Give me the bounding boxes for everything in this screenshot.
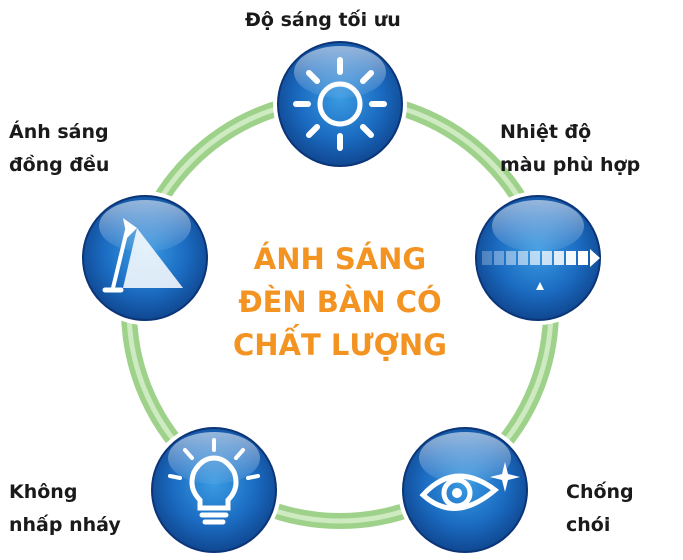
label-line: chói [566, 514, 611, 536]
feature-node-brightness [273, 37, 407, 171]
center-title-line: ÁNH SÁNG [253, 242, 427, 276]
label-line: Nhiệt độ [500, 121, 592, 143]
sun-brightness-icon [293, 57, 387, 151]
label-line: màu phù hợp [500, 154, 641, 176]
feature-node-anti-glare [398, 423, 532, 557]
label-line: Ánh sáng [9, 121, 109, 143]
desk-lamp-icon [102, 218, 183, 293]
feature-node-even-light [78, 191, 212, 325]
label-line: Độ sáng tối ưu [245, 9, 401, 31]
label-color-temperature: Nhiệt độ màu phù hợp [500, 116, 640, 182]
label-line: nhấp nháy [9, 514, 121, 536]
center-title: ÁNH SÁNG ĐÈN BÀN CÓ CHẤT LƯỢNG [200, 238, 480, 367]
label-even-light: Ánh sáng đồng đều [9, 116, 109, 182]
label-brightness: Độ sáng tối ưu [245, 4, 401, 37]
label-line: đồng đều [9, 154, 110, 176]
feature-node-color-temperature [471, 191, 605, 325]
label-line: Không [9, 481, 78, 503]
label-anti-glare: Chống chói [566, 476, 634, 542]
eye-sparkle-icon [419, 462, 520, 511]
color-temperature-gradient-icon [482, 249, 600, 290]
light-bulb-icon [168, 438, 260, 525]
label-no-flicker: Không nhấp nháy [9, 476, 121, 542]
label-line: Chống [566, 481, 634, 503]
feature-node-no-flicker [147, 423, 281, 557]
center-title-line: ĐÈN BÀN CÓ [238, 285, 442, 319]
center-title-line: CHẤT LƯỢNG [233, 328, 447, 362]
